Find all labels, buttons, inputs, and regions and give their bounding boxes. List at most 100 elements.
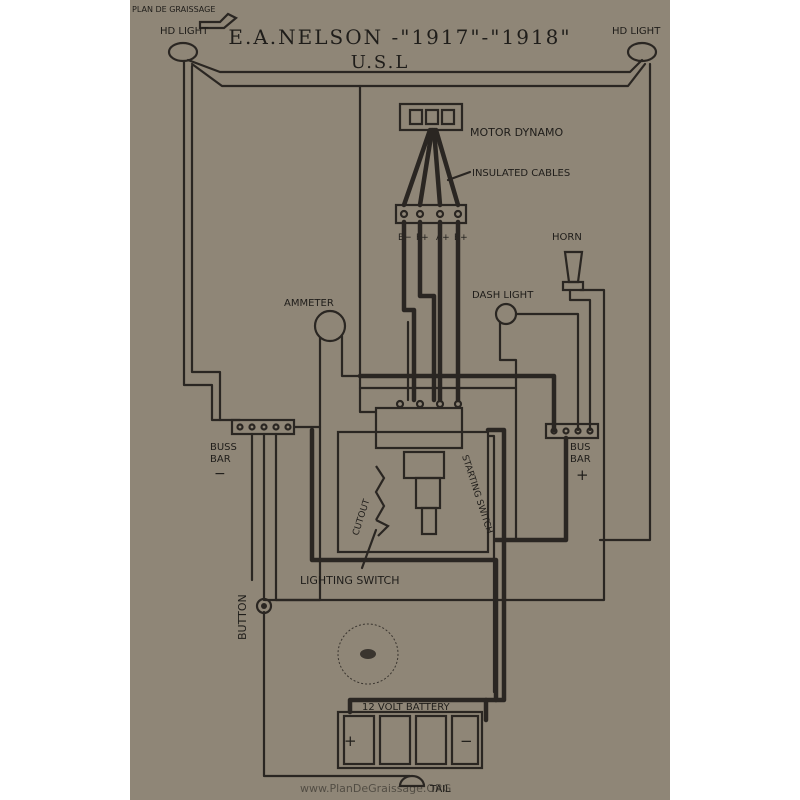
battery-cell-2 — [378, 714, 412, 766]
plan-de-graissage-logo: PLAN DE GRAISSAGE — [132, 5, 238, 30]
headlight-right: HD LIGHT — [612, 26, 661, 63]
battery-cell-3 — [414, 714, 448, 766]
headlight-wire-lower — [190, 62, 647, 88]
battery-minus-sign: − — [460, 732, 473, 750]
dash-light-icon — [494, 302, 518, 326]
battery-cell-4 — [450, 714, 480, 766]
switch-terminal-2 — [415, 399, 425, 409]
starting-switch-stem — [420, 506, 438, 536]
starter-cable — [483, 427, 507, 723]
dynamo-terminal-2 — [424, 108, 440, 126]
headlight-left-feed-2 — [190, 64, 222, 422]
starting-switch-plunger — [414, 476, 442, 510]
tail-light-icon — [398, 774, 426, 788]
switch-terminal-1 — [395, 399, 405, 409]
cutout-coil — [374, 465, 386, 521]
seal-ring — [337, 623, 399, 685]
horn-button: BUTTON — [236, 594, 273, 640]
seal-emblem-icon — [360, 649, 376, 659]
diagram-subtitle: U.S.L — [351, 52, 410, 73]
terminal-a-plus — [435, 209, 445, 219]
ammeter-label: AMMETER — [284, 298, 334, 309]
button-center — [261, 603, 267, 609]
bus-bar-positive-label-2: BAR — [570, 454, 591, 465]
switch-terminal-3 — [435, 399, 445, 409]
lighting-switch-leader — [360, 528, 378, 570]
buss-bar-negative-label: BUSS — [210, 442, 237, 453]
battery-case — [336, 710, 484, 770]
insulated-cables-label: INSULATED CABLES — [472, 168, 570, 179]
dynamo-terminal-3 — [440, 108, 456, 126]
insulated-cable-2 — [417, 127, 435, 208]
terminal-f-plus — [415, 209, 425, 219]
bus-bar-positive-terminal-3 — [574, 427, 582, 435]
dash-light: DASH LIGHT — [472, 290, 534, 326]
dynamo-terminal-1 — [408, 108, 424, 126]
button-icon — [255, 597, 273, 615]
buss-bar-negative-label-2: BAR — [210, 454, 231, 465]
lighting-switch-label: LIGHTING SWITCH — [300, 574, 400, 587]
cable-f-plus-down — [417, 219, 437, 403]
buss-bar-negative-terminal-2 — [248, 423, 256, 431]
terminal-block-body — [394, 203, 468, 225]
battery-plus-sign: + — [344, 732, 357, 750]
switch-to-battery-wire — [309, 427, 499, 703]
buss-bar-negative-terminal-1 — [236, 423, 244, 431]
buss-bar-negative-sign: − — [214, 466, 226, 482]
headlight-left-label: HD LIGHT — [160, 26, 209, 37]
tail-light-wire — [262, 610, 412, 778]
diagram-title: E.A.NELSON -"1917"-"1918" — [228, 25, 571, 49]
terminal-b-minus — [399, 209, 409, 219]
battery-label: 12 VOLT BATTERY — [362, 702, 451, 713]
insulated-cables-leader — [446, 170, 472, 182]
bus-bar-positive-terminal-4 — [586, 427, 594, 435]
headlight-wire-upper — [186, 58, 644, 74]
dash-light-label: DASH LIGHT — [472, 290, 534, 301]
buss-bar-negative-terminal-5 — [284, 423, 292, 431]
buss-bar-negative-terminal-4 — [272, 423, 280, 431]
bus-bar-positive-sign: + — [576, 466, 589, 484]
insulated-cable-1 — [401, 127, 433, 208]
cutout-contact — [375, 519, 390, 537]
insulated-cable-4 — [433, 127, 461, 208]
ammeter: AMMETER — [284, 298, 347, 343]
buss-bar-negative-terminal-3 — [260, 423, 268, 431]
tail-light: TAIL — [398, 774, 451, 795]
headlight-right-icon — [626, 41, 658, 63]
tail-label: TAIL — [429, 784, 451, 795]
headlight-left-feed — [182, 60, 242, 422]
bus-bar-positive-feed — [493, 435, 569, 543]
bus-bar-positive-body — [544, 422, 600, 440]
motor-dynamo: MOTOR DYNAMO — [398, 102, 563, 139]
horn-icon — [563, 250, 584, 284]
horn-label: HORN — [552, 232, 582, 243]
ammeter-icon — [313, 309, 347, 343]
horn: HORN — [552, 232, 585, 292]
headlight-right-feed — [598, 62, 652, 542]
ground-feed-wire — [358, 84, 378, 414]
battery-cell-1 — [342, 714, 376, 766]
battery-positive-cable — [347, 697, 489, 715]
terminal-b-plus — [453, 209, 463, 219]
lower-loop-wire — [274, 538, 606, 602]
dash-light-wire-1 — [514, 312, 580, 432]
horn-base — [561, 280, 585, 292]
logo-text: PLAN DE GRAISSAGE — [132, 5, 215, 14]
starting-switch-housing — [402, 450, 446, 480]
starter-cable-return — [486, 434, 496, 694]
cutout-label: CUTOUT — [351, 498, 372, 537]
battery: 12 VOLT BATTERY + − — [336, 702, 484, 770]
terminal-label-f-plus: F+ — [416, 233, 429, 243]
motor-dynamo-label: MOTOR DYNAMO — [470, 126, 563, 139]
switch-terminal-box — [374, 406, 464, 450]
headlight-left: HD LIGHT — [160, 26, 209, 63]
horn-wire-2 — [568, 288, 592, 432]
main-positive-bus-wire — [357, 373, 557, 433]
switch-outer-frame — [336, 430, 490, 554]
bus-bar-positive-terminal-1 — [550, 427, 558, 435]
switch-terminal-4 — [453, 399, 463, 409]
headlight-left-icon — [167, 41, 199, 63]
oil-can-icon — [198, 12, 238, 30]
switch-assembly — [336, 399, 490, 554]
